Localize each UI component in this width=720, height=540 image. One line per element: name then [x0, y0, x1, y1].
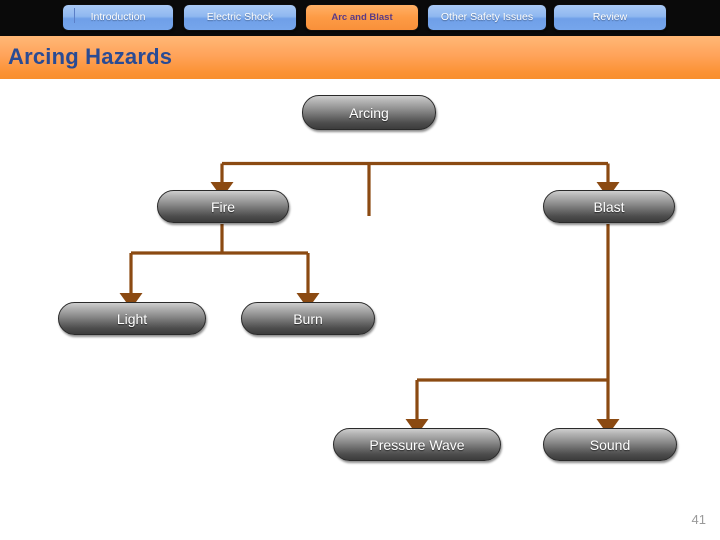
- node-blast-label: Blast: [593, 198, 625, 215]
- node-pressure-wave[interactable]: Pressure Wave: [333, 428, 501, 461]
- node-fire[interactable]: Fire: [157, 190, 289, 223]
- node-sound-label: Sound: [589, 436, 631, 453]
- node-light-label: Light: [116, 310, 148, 327]
- tab-other-safety-issues-label: Other Safety Issues: [440, 11, 534, 24]
- text-cursor-caret: [74, 8, 75, 23]
- node-burn-label: Burn: [293, 310, 323, 327]
- tab-electric-shock-label: Electric Shock: [206, 11, 274, 24]
- node-sound[interactable]: Sound: [543, 428, 677, 461]
- node-blast[interactable]: Blast: [543, 190, 675, 223]
- diagram-connectors: [119, 161, 620, 435]
- page-title: Arcing Hazards: [8, 44, 173, 69]
- node-burn[interactable]: Burn: [241, 302, 375, 335]
- node-arcing-label: Arcing: [349, 104, 389, 121]
- page-number: 41: [691, 512, 706, 527]
- tab-review-label: Review: [592, 11, 628, 24]
- tab-review[interactable]: Review: [553, 4, 667, 31]
- node-arcing[interactable]: Arcing: [302, 95, 436, 130]
- title-band: Arcing Hazards: [0, 36, 720, 79]
- node-pressure-wave-label: Pressure Wave: [369, 436, 465, 453]
- node-fire-label: Fire: [210, 198, 236, 215]
- tab-other-safety-issues[interactable]: Other Safety Issues: [427, 4, 547, 31]
- diagram-canvas: Arcing Fire Blast Light Burn Pressure Wa…: [0, 79, 720, 540]
- tab-arc-and-blast-label: Arc and Blast: [331, 11, 393, 23]
- tab-introduction[interactable]: Introduction: [62, 4, 174, 31]
- top-navigation-bar: Introduction Electric Shock Arc and Blas…: [0, 0, 720, 36]
- tab-electric-shock[interactable]: Electric Shock: [183, 4, 297, 31]
- tab-introduction-label: Introduction: [90, 11, 146, 24]
- tab-arc-and-blast[interactable]: Arc and Blast: [305, 4, 419, 31]
- node-light[interactable]: Light: [58, 302, 206, 335]
